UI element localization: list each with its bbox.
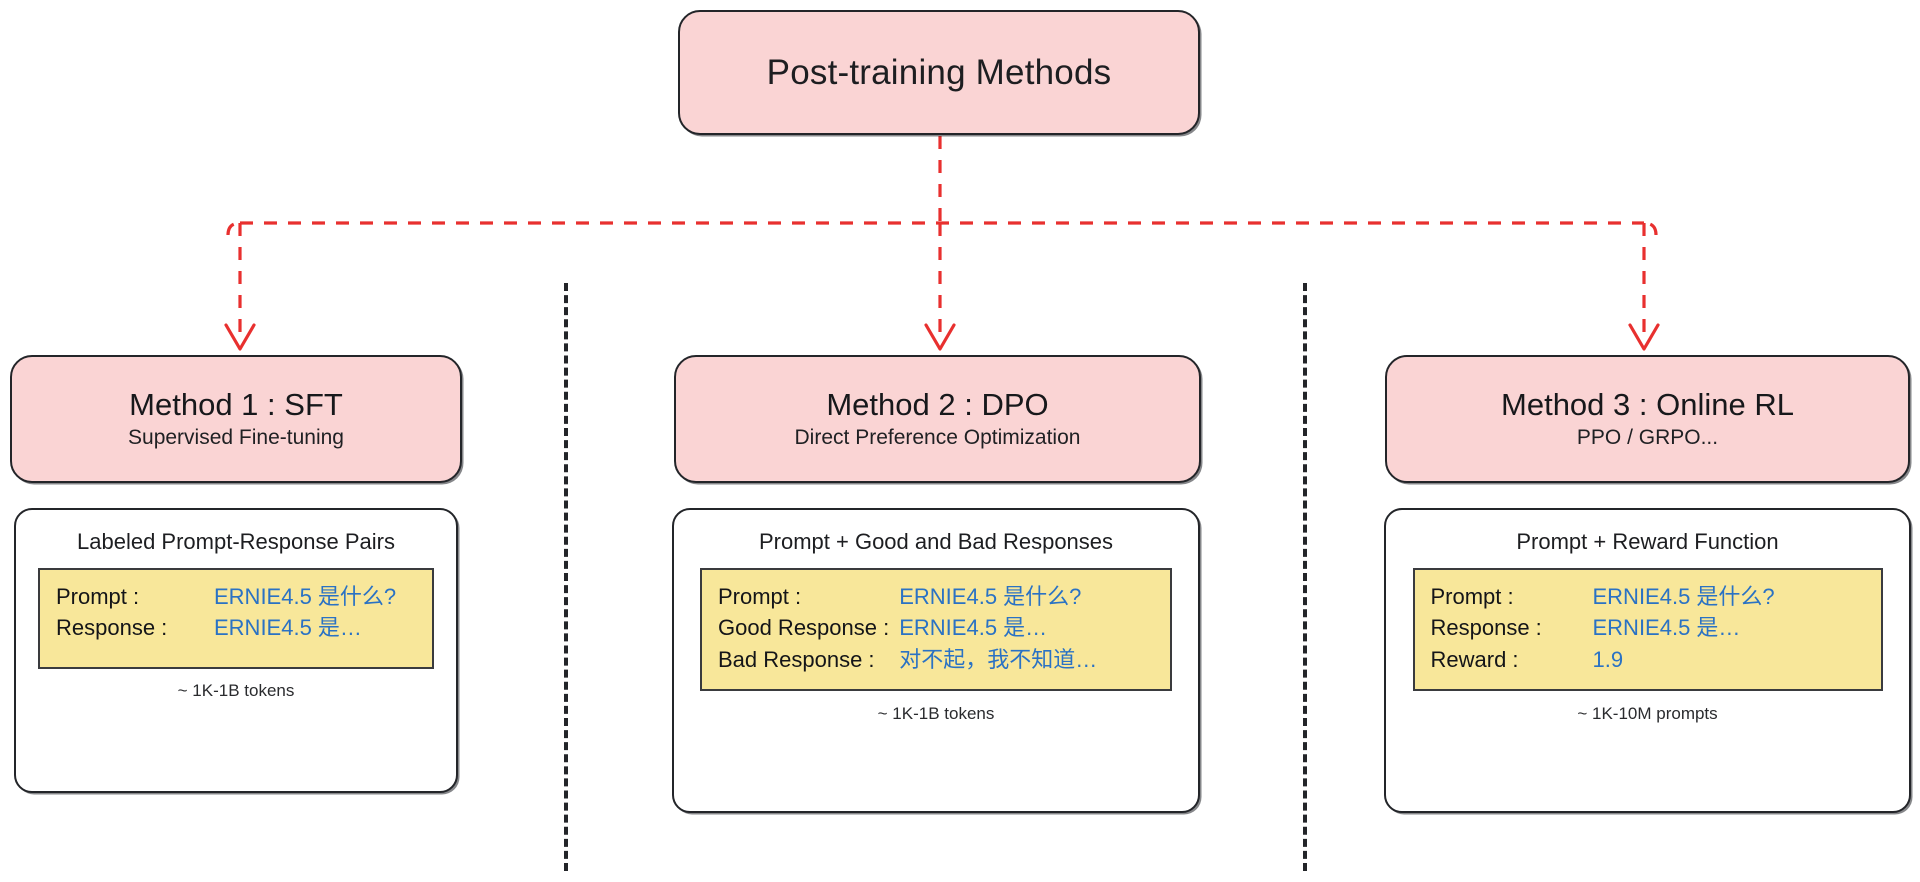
method-2-subtitle: Direct Preference Optimization <box>794 426 1081 450</box>
method-2-example-key-0: Prompt : <box>718 584 802 610</box>
method-3-example-key-2: Reward : <box>1430 646 1519 672</box>
method-2-header-node[interactable]: Method 2 : DPO Direct Preference Optimiz… <box>674 355 1201 483</box>
method-1-example-box: Prompt : ERNIE4.5 是什么? Response : ERNIE4… <box>38 568 434 669</box>
method-3-subtitle: PPO / GRPO... <box>1576 426 1719 450</box>
method-2-card-heading: Prompt + Good and Bad Responses <box>758 529 1114 554</box>
method-2-footnote: ~ 1K-1B tokens <box>877 703 995 723</box>
method-1-title: Method 1 : SFT <box>129 386 343 422</box>
root-node-post-training-methods[interactable]: Post-training Methods <box>678 10 1200 135</box>
method-3-header-node[interactable]: Method 3 : Online RL PPO / GRPO... <box>1385 355 1910 483</box>
method-3-example-value-0: ERNIE4.5 是什么? <box>1592 584 1775 610</box>
section-separator-left <box>564 283 568 871</box>
method-3-footnote: ~ 1K-10M prompts <box>1577 703 1718 723</box>
method-2-title: Method 2 : DPO <box>826 386 1049 422</box>
method-3-title: Method 3 : Online RL <box>1501 386 1794 422</box>
method-3-example-key-0: Prompt : <box>1430 584 1514 610</box>
method-2-detail-card[interactable]: Prompt + Good and Bad Responses Prompt :… <box>672 508 1200 813</box>
method-3-detail-card[interactable]: Prompt + Reward Function Prompt : ERNIE4… <box>1384 508 1911 813</box>
method-3-example-value-1: ERNIE4.5 是… <box>1592 615 1741 641</box>
method-1-example-value-1: ERNIE4.5 是… <box>214 615 362 641</box>
method-3-example-key-1: Response : <box>1430 615 1542 641</box>
method-1-card-heading: Labeled Prompt-Response Pairs <box>77 529 395 554</box>
method-3-example-value-2: 1.9 <box>1592 646 1624 672</box>
method-2-example-key-2: Bad Response : <box>718 646 875 672</box>
section-separator-right <box>1303 283 1307 871</box>
method-2-example-value-0: ERNIE4.5 是什么? <box>899 584 1082 610</box>
method-2-example-box: Prompt : ERNIE4.5 是什么? Good Response : E… <box>700 568 1172 691</box>
method-2-example-value-1: ERNIE4.5 是… <box>899 615 1048 641</box>
method-1-footnote: ~ 1K-1B tokens <box>177 680 295 700</box>
method-1-detail-card[interactable]: Labeled Prompt-Response Pairs Prompt : E… <box>14 508 458 793</box>
method-1-subtitle: Supervised Fine-tuning <box>128 426 344 450</box>
method-2-example-value-2: 对不起，我不知道… <box>899 646 1098 672</box>
method-1-example-spacer <box>56 646 396 652</box>
method-3-example-box: Prompt : ERNIE4.5 是什么? Response : ERNIE4… <box>1412 568 1883 691</box>
root-node-label: Post-training Methods <box>766 52 1112 92</box>
method-2-example-key-1: Good Response : <box>718 615 890 641</box>
method-1-example-key-1: Response : <box>56 615 168 641</box>
method-1-example-key-0: Prompt : <box>56 584 140 610</box>
method-3-card-heading: Prompt + Reward Function <box>1516 529 1779 554</box>
method-1-example-value-0: ERNIE4.5 是什么? <box>214 584 397 610</box>
method-1-header-node[interactable]: Method 1 : SFT Supervised Fine-tuning <box>10 355 462 483</box>
